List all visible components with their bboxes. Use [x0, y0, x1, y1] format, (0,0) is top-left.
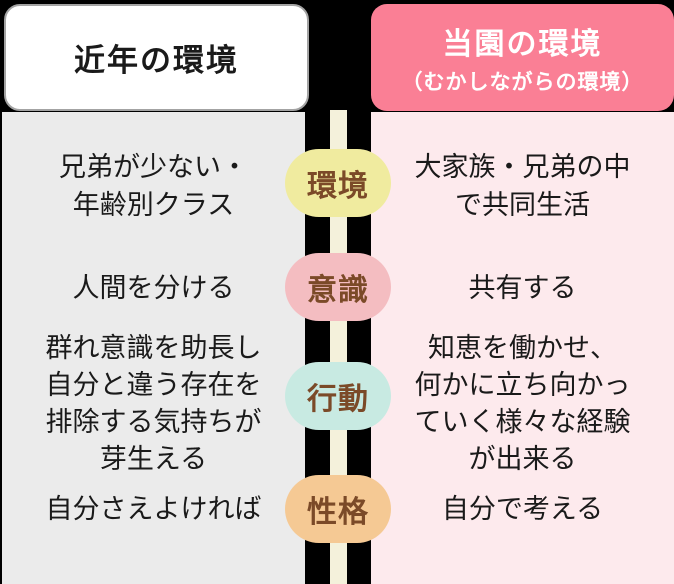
- text-line: ていく様々な経験: [414, 407, 631, 437]
- text-line: 知恵を働かせ、: [428, 333, 617, 363]
- text-line: 排除する気持ちが: [45, 407, 262, 437]
- category-label: 環境: [307, 170, 369, 203]
- category-badge-kodo: 行動: [285, 362, 391, 430]
- row-ishiki-right-text: 共有する: [371, 266, 674, 310]
- text-line: 群れ意識を助長し: [45, 333, 262, 363]
- text-line: 芽生える: [99, 444, 208, 474]
- text-line: で共同生活: [455, 190, 590, 220]
- text-line: 自分さえよければ: [45, 494, 262, 524]
- category-badge-kankyo: 環境: [285, 149, 391, 217]
- row-ishiki-left-text: 人間を分ける: [2, 266, 305, 310]
- row-kodo-left-text: 群れ意識を助長し 自分と違う存在を 排除する気持ちが 芽生える: [2, 328, 305, 480]
- row-kodo-right-text: 知恵を働かせ、 何かに立ち向かっ ていく様々な経験 が出来る: [371, 328, 674, 480]
- right-header-subtitle: （むかしながらの環境）: [401, 71, 644, 94]
- text-line: 兄弟が少ない・: [59, 152, 248, 182]
- text-line: 自分で考える: [441, 494, 604, 524]
- text-line: 自分と違う存在を: [45, 370, 262, 400]
- left-header-box: 近年の環境: [4, 4, 309, 111]
- right-header-title: 当園の環境: [442, 28, 603, 61]
- category-label: 意識: [307, 274, 369, 307]
- right-header-box: 当園の環境 （むかしながらの環境）: [371, 4, 674, 111]
- category-label: 性格: [307, 496, 369, 529]
- recent-environment-panel: [2, 112, 305, 584]
- category-label: 行動: [307, 383, 369, 416]
- category-badge-ishiki: 意識: [285, 253, 391, 321]
- skewer-stick: [330, 110, 347, 584]
- text-line: 何かに立ち向かっ: [414, 370, 631, 400]
- text-line: 共有する: [468, 273, 577, 303]
- left-header-title: 近年の環境: [74, 43, 239, 78]
- row-kankyo-right-text: 大家族・兄弟の中 で共同生活: [371, 142, 674, 230]
- category-badge-seikaku: 性格: [285, 475, 391, 543]
- text-line: 年齢別クラス: [72, 190, 235, 220]
- text-line: 大家族・兄弟の中: [414, 152, 631, 182]
- text-line: 人間を分ける: [72, 273, 235, 303]
- row-kankyo-left-text: 兄弟が少ない・ 年齢別クラス: [2, 142, 305, 230]
- our-garden-environment-panel: [371, 112, 674, 584]
- row-seikaku-left-text: 自分さえよければ: [2, 487, 305, 531]
- row-seikaku-right-text: 自分で考える: [371, 487, 674, 531]
- text-line: が出来る: [468, 444, 577, 474]
